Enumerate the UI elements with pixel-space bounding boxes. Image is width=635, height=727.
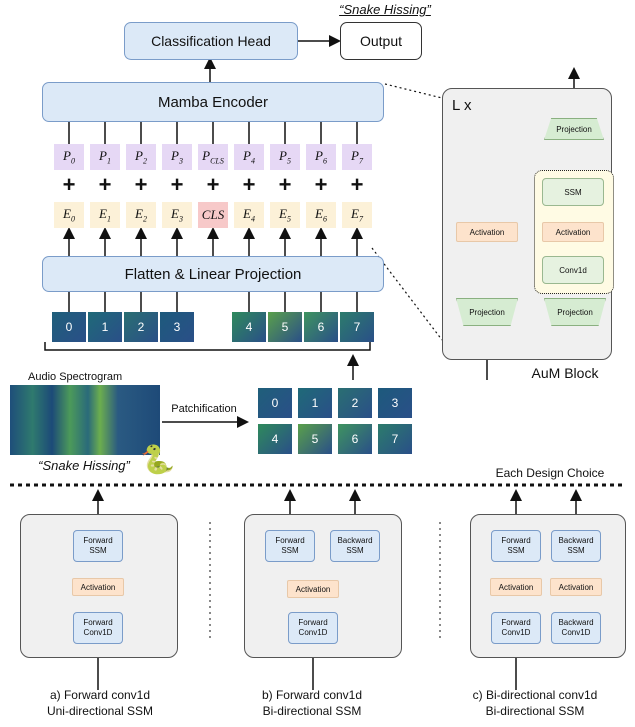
layer-count: L x bbox=[452, 97, 472, 114]
ssm-block: SSM bbox=[542, 178, 604, 206]
positional-token: PCLS bbox=[198, 144, 228, 170]
spectrogram-patch: 1 bbox=[88, 312, 122, 342]
projection-left: Projection bbox=[456, 298, 518, 326]
variant-c-caption-1: c) Bi-directional conv1d bbox=[472, 688, 598, 702]
grid-patch: 4 bbox=[258, 424, 292, 454]
grid-patch: 6 bbox=[338, 424, 372, 454]
positional-token: P2 bbox=[126, 144, 156, 170]
conv1d-block: Conv1d bbox=[542, 256, 604, 284]
spectrogram-label: Audio Spectrogram bbox=[28, 371, 123, 383]
embedding-token: E5 bbox=[270, 202, 300, 228]
positional-token: P6 bbox=[306, 144, 336, 170]
plus-sign: + bbox=[350, 172, 364, 197]
positional-token: P3 bbox=[162, 144, 192, 170]
plus-sign: + bbox=[62, 172, 76, 197]
variant-b-forward-conv: Forward Conv1D bbox=[288, 612, 338, 644]
flatten-linear-projection: Flatten & Linear Projection bbox=[42, 256, 384, 292]
variant-b-forward-ssm: Forward SSM bbox=[265, 530, 315, 562]
patchification-label: Patchification bbox=[171, 403, 237, 415]
projection-top: Projection bbox=[544, 118, 604, 140]
plus-sign: + bbox=[206, 172, 220, 197]
output-caption: “Snake Hissing” bbox=[339, 2, 431, 17]
mamba-encoder: Mamba Encoder bbox=[42, 82, 384, 122]
grid-patch: 3 bbox=[378, 388, 412, 418]
spectrogram-patch: 6 bbox=[304, 312, 338, 342]
classification-head: Classification Head bbox=[124, 22, 298, 60]
plus-sign: + bbox=[242, 172, 256, 197]
embedding-token: E2 bbox=[126, 202, 156, 228]
grid-patch: 7 bbox=[378, 424, 412, 454]
snake-icon: 🐍 bbox=[140, 444, 175, 475]
plus-sign: + bbox=[134, 172, 148, 197]
spectrogram-patch: 2 bbox=[124, 312, 158, 342]
variant-a-forward-conv: Forward Conv1D bbox=[73, 612, 123, 644]
embedding-token: E4 bbox=[234, 202, 264, 228]
spectrogram-patch: 3 bbox=[160, 312, 194, 342]
plus-sign: + bbox=[98, 172, 112, 197]
aum-block-label: AuM Block bbox=[531, 365, 599, 381]
spectrogram-patch: 4 bbox=[232, 312, 266, 342]
output-box: Output bbox=[340, 22, 422, 60]
projection-right: Projection bbox=[544, 298, 606, 326]
positional-token: P0 bbox=[54, 144, 84, 170]
variant-a-activation: Activation bbox=[72, 578, 124, 596]
variant-c-forward-conv: Forward Conv1D bbox=[491, 612, 541, 644]
variant-c-backward-ssm: Backward SSM bbox=[551, 530, 601, 562]
embedding-token: E0 bbox=[54, 202, 84, 228]
embedding-token: E3 bbox=[162, 202, 192, 228]
grid-patch: 0 bbox=[258, 388, 292, 418]
spectrogram-patch: 7 bbox=[340, 312, 374, 342]
variant-c-backward-conv: Backward Conv1D bbox=[551, 612, 601, 644]
variant-a-caption-1: a) Forward conv1d bbox=[49, 688, 151, 702]
embedding-token: E7 bbox=[342, 202, 372, 228]
positional-token: P5 bbox=[270, 144, 300, 170]
variant-b-caption-1: b) Forward conv1d bbox=[261, 688, 363, 702]
design-choice-label: Each Design Choice bbox=[495, 466, 605, 480]
cls-token: CLS bbox=[198, 202, 228, 228]
variant-b-caption-2: Bi-directional SSM bbox=[262, 704, 362, 718]
plus-sign: + bbox=[278, 172, 292, 197]
variant-a-caption-2: Uni-directional SSM bbox=[46, 704, 154, 718]
positional-token: P7 bbox=[342, 144, 372, 170]
spectrogram-patch: 5 bbox=[268, 312, 302, 342]
plus-sign: + bbox=[170, 172, 184, 197]
variant-c-activation-1: Activation bbox=[490, 578, 542, 596]
variant-c-activation-2: Activation bbox=[550, 578, 602, 596]
activation-left: Activation bbox=[456, 222, 518, 242]
variant-c-forward-ssm: Forward SSM bbox=[491, 530, 541, 562]
activation-inner: Activation bbox=[542, 222, 604, 242]
variant-a-forward-ssm: Forward SSM bbox=[73, 530, 123, 562]
audio-spectrogram bbox=[10, 385, 160, 455]
plus-sign: + bbox=[314, 172, 328, 197]
spectrogram-caption: “Snake Hissing” bbox=[38, 458, 130, 473]
positional-token: P4 bbox=[234, 144, 264, 170]
embedding-token: E1 bbox=[90, 202, 120, 228]
variant-b-backward-ssm: Backward SSM bbox=[330, 530, 380, 562]
embedding-token: E6 bbox=[306, 202, 336, 228]
variant-b-activation: Activation bbox=[287, 580, 339, 598]
variant-c-caption-2: Bi-directional SSM bbox=[485, 704, 585, 718]
grid-patch: 5 bbox=[298, 424, 332, 454]
grid-patch: 1 bbox=[298, 388, 332, 418]
grid-patch: 2 bbox=[338, 388, 372, 418]
spectrogram-patch: 0 bbox=[52, 312, 86, 342]
positional-token: P1 bbox=[90, 144, 120, 170]
